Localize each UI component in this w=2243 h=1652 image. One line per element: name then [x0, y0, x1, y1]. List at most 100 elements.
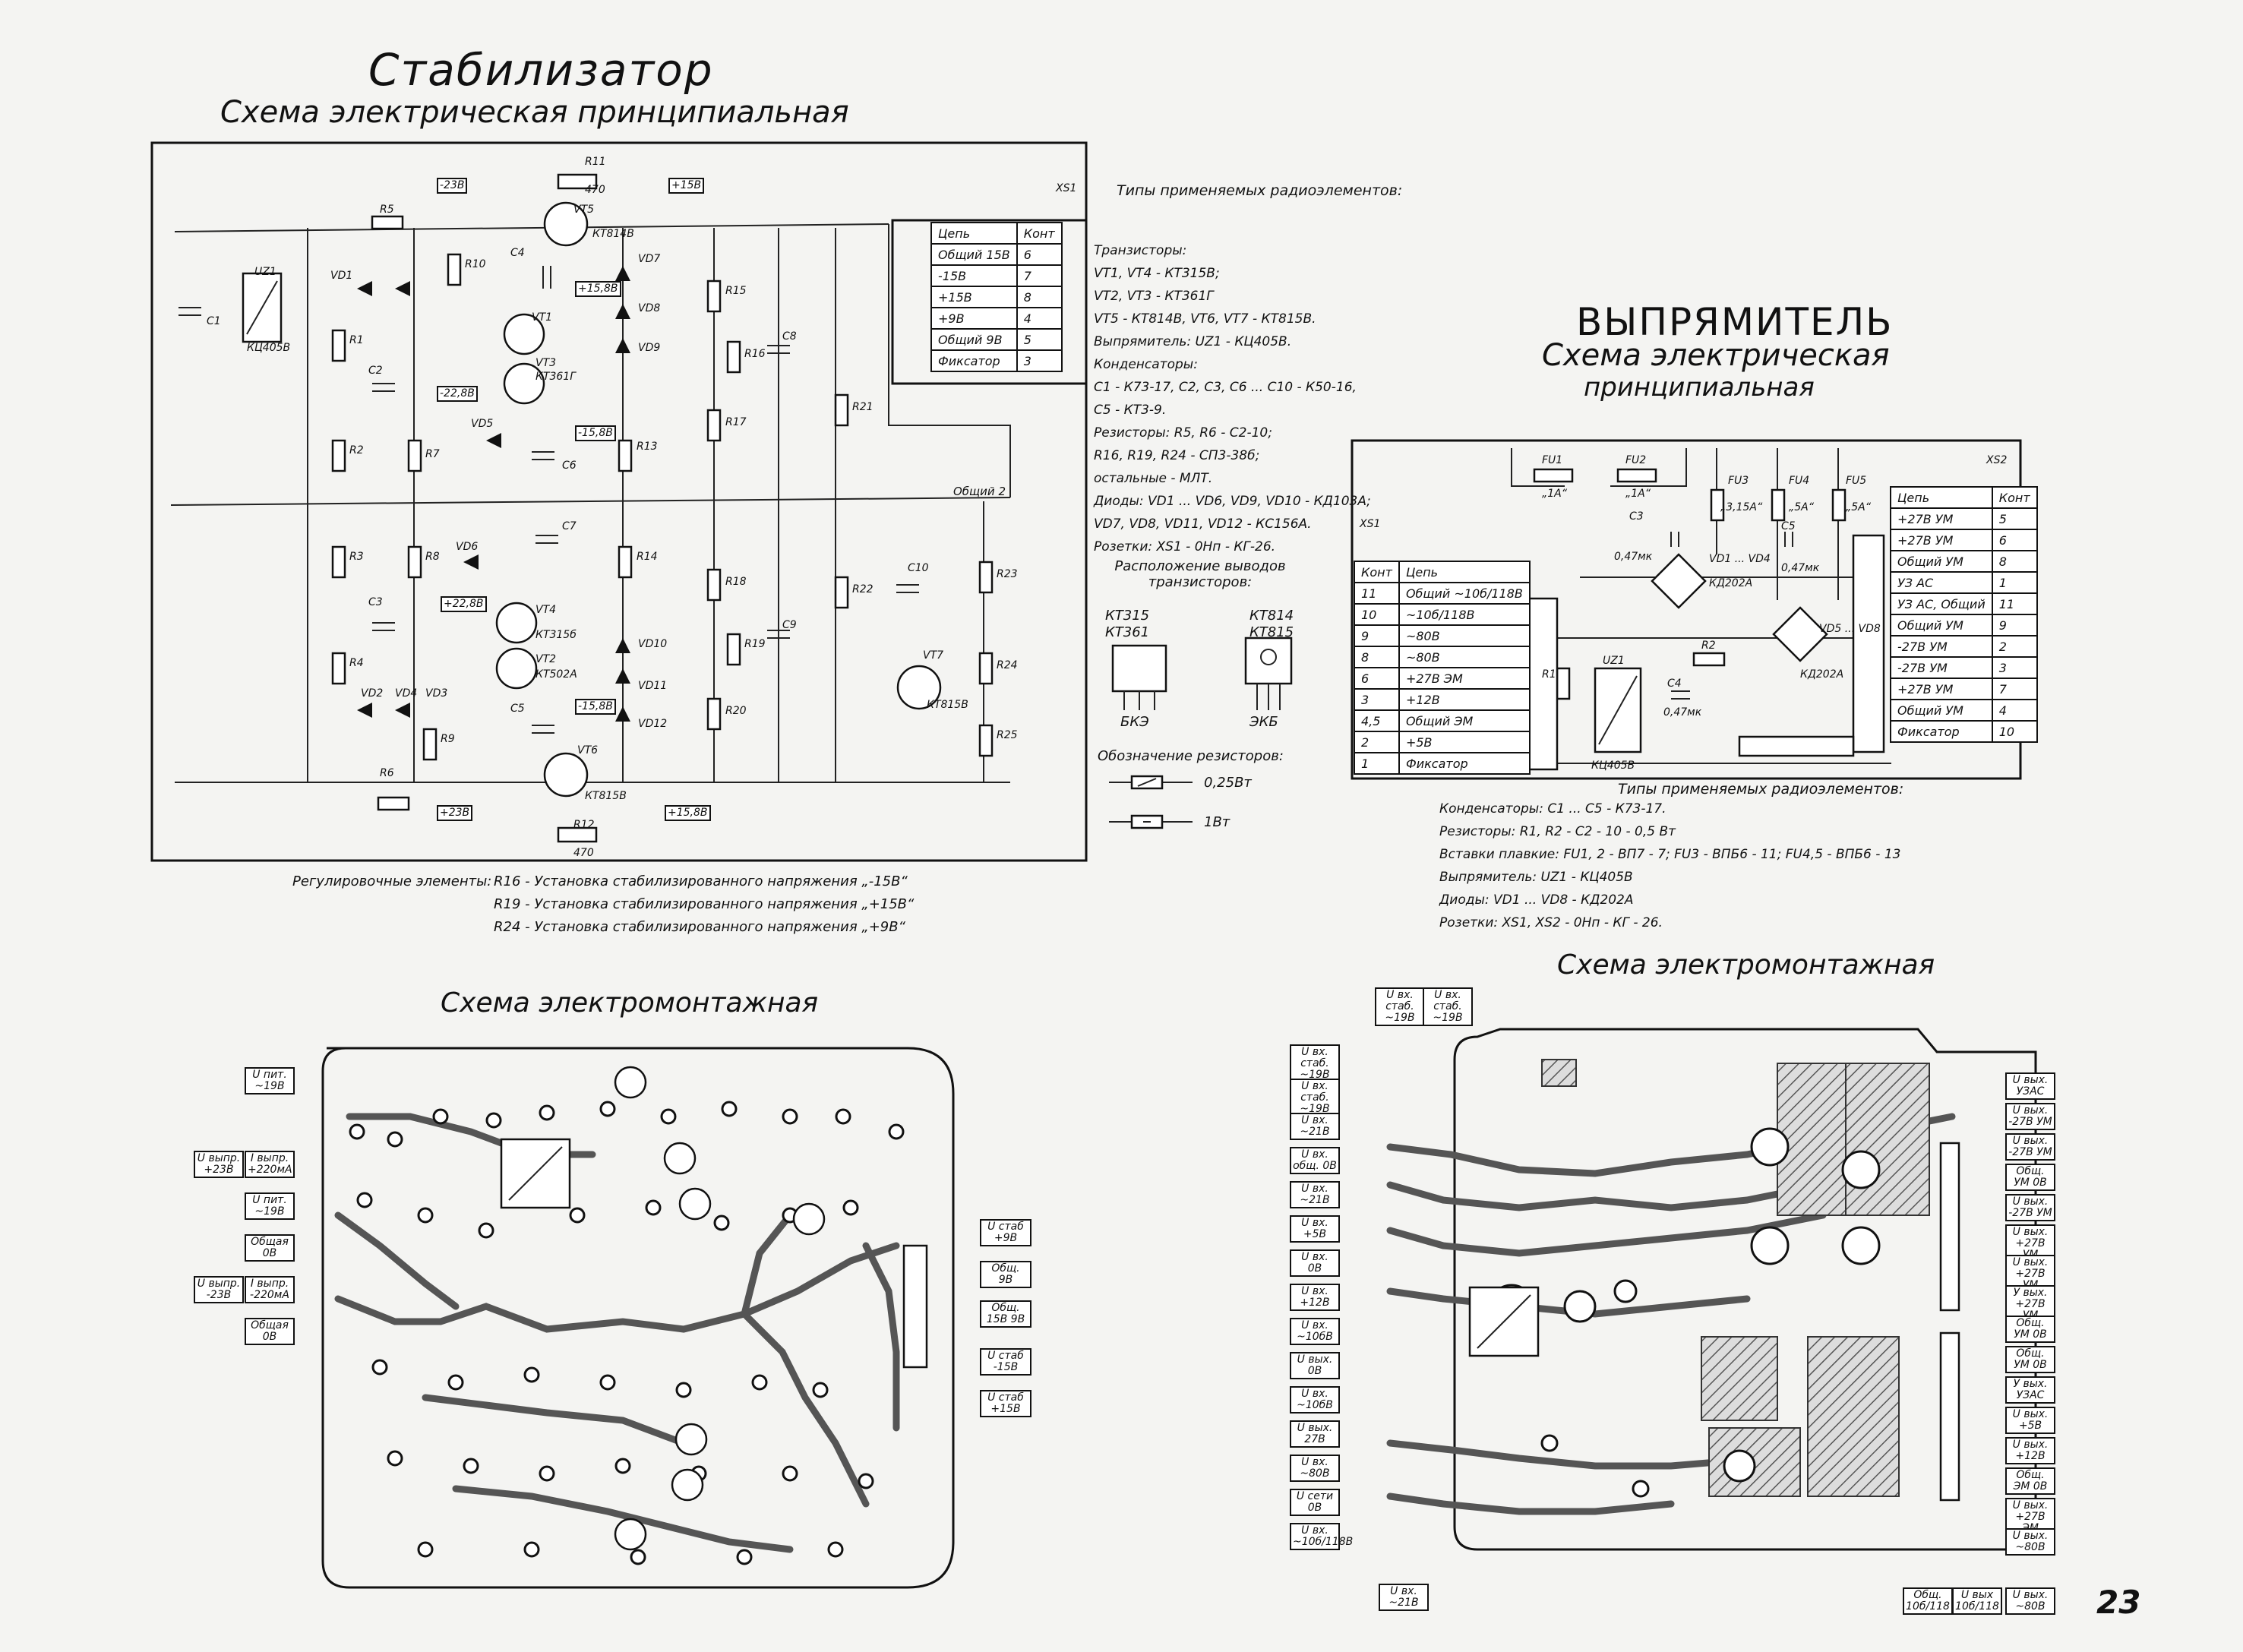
component-label: R18 — [725, 576, 747, 588]
voltage-tag: +15,8В — [665, 805, 711, 821]
table-cell: ~80В — [1398, 624, 1531, 647]
rectifier-title: ВЫПРЯМИТЕЛЬ — [1576, 300, 1894, 344]
list-item: Выпрямитель: UZ1 - КЦ405В — [1439, 870, 1633, 885]
table-row: 9~80В — [1354, 624, 1531, 647]
component-label: C3 — [368, 596, 383, 608]
rectifier-subtitle-2: принципиальная — [1584, 372, 1815, 403]
component-label: VD1 ... VD4 — [1709, 553, 1771, 565]
component-label: VD1 — [330, 270, 353, 282]
stabilizer-schematic — [150, 141, 1088, 862]
table-header-cell: Цепь — [930, 222, 1018, 245]
list-item: Резисторы: R5, R6 - С2-10; — [1094, 425, 1272, 441]
stabilizer-title: Стабилизатор — [368, 44, 714, 96]
table-cell: 10 — [1354, 603, 1400, 626]
table-cell: 3 — [1354, 688, 1400, 711]
pinout-right-2: КТ815 — [1249, 624, 1294, 640]
table-cell: Общий УМ — [1890, 550, 1993, 573]
component-label: VD11 — [638, 680, 668, 692]
component-label: R22 — [852, 583, 874, 595]
component-label: C8 — [782, 330, 797, 343]
table-cell: 11 — [1991, 592, 2038, 615]
voltage-tag: +15,8В — [575, 281, 621, 297]
adjust-line-3: R24 - Установка стабилизированного напря… — [494, 919, 905, 935]
component-label: 0,47мк — [1781, 562, 1820, 574]
component-label: XS1 — [1056, 182, 1077, 194]
table-row: 6+27В ЭМ — [1354, 667, 1531, 690]
resistor-legend-title: Обозначение резисторов: — [1098, 748, 1284, 764]
table-cell: Общий 9В — [930, 328, 1018, 351]
component-label: VD7 — [638, 253, 661, 265]
table-cell: Общий ЭМ — [1398, 709, 1531, 732]
component-label: FU3 — [1728, 475, 1749, 487]
component-label: КТ815В — [585, 790, 627, 802]
component-label: R1 — [1542, 668, 1556, 681]
pcb-label: Общ. ЭМ 0В — [2005, 1467, 2055, 1495]
pcb-label: U вых. -27В УМ — [2005, 1133, 2055, 1161]
component-label: R8 — [425, 551, 440, 563]
component-label: КД202А — [1709, 577, 1753, 589]
pcb-label: U вх. ~21В — [1290, 1113, 1340, 1140]
list-item: Розетки: XS1, XS2 - 0Нп - КГ - 26. — [1439, 915, 1663, 930]
component-label: R15 — [725, 285, 747, 297]
rectifier-subtitle-1: Схема электрическая — [1542, 338, 1890, 373]
pinout-right-3: ЭКБ — [1249, 714, 1278, 730]
table-cell: 6 — [1991, 529, 2038, 551]
table-cell: Общий ~10б/118В — [1398, 582, 1531, 605]
component-label: R2 — [349, 444, 364, 456]
page-number: 23 — [2096, 1584, 2141, 1621]
component-label: „5А“ — [1789, 501, 1814, 513]
pcb-label: U пит. ~19В — [245, 1192, 295, 1220]
component-label: R14 — [637, 551, 658, 563]
component-label: КТ815В — [927, 699, 968, 711]
pinout-left-1: КТ315 — [1105, 608, 1150, 624]
pcb-label: Общая 0В — [245, 1318, 295, 1345]
table-header-cell: Цепь — [1398, 561, 1531, 583]
table-cell: Фиксатор — [1398, 752, 1531, 775]
component-label: 0,47мк — [1614, 551, 1653, 563]
table-cell: ~80В — [1398, 646, 1531, 668]
component-label: VT7 — [923, 649, 944, 662]
component-label: КТ502А — [535, 668, 577, 681]
table-row: 2+5В — [1354, 731, 1531, 753]
pcb-label: U вх. ~21В — [1290, 1181, 1340, 1208]
table-cell: 2 — [1991, 635, 2038, 658]
component-label: VD2 — [361, 687, 384, 700]
pcb-label: U вых. -27В УМ — [2005, 1194, 2055, 1221]
voltage-tag: -22,8В — [437, 386, 478, 402]
list-item: VT1, VT4 - КТ315В; — [1094, 266, 1220, 281]
voltage-tag: +22,8В — [441, 596, 487, 612]
component-label: R7 — [425, 448, 440, 460]
list-item: Розетки: XS1 - 0Нп - КГ-26. — [1094, 539, 1276, 554]
component-label: C5 — [510, 703, 525, 715]
table-header-cell: Конт — [1991, 486, 2038, 509]
component-label: C10 — [908, 562, 929, 574]
component-label: VD10 — [638, 638, 668, 650]
voltage-tag: -15,8В — [575, 699, 616, 715]
pcb-transistors-stabilizer — [614, 1066, 826, 1551]
rectifier-pcb — [1386, 1028, 2037, 1551]
pcb-label: U вх. ~10бВ — [1290, 1386, 1340, 1414]
pcb-label: Общ. УМ 0В — [2005, 1316, 2055, 1343]
component-label: VD8 — [638, 302, 661, 314]
component-label: R17 — [725, 416, 747, 428]
component-label: VD5 ... VD8 — [1819, 623, 1881, 635]
component-label: C2 — [368, 365, 383, 377]
component-label: КТ315б — [535, 629, 577, 641]
table-cell: Общий 15В — [930, 243, 1018, 266]
rectifier-component-list: Конденсаторы: С1 ... С5 - К73-17. Резист… — [1439, 798, 1900, 934]
table-cell: +12В — [1398, 688, 1531, 711]
table-cell: 1 — [1354, 752, 1400, 775]
pcb-label: Общая 0В — [245, 1234, 295, 1262]
table-cell: 7 — [1991, 678, 2038, 700]
